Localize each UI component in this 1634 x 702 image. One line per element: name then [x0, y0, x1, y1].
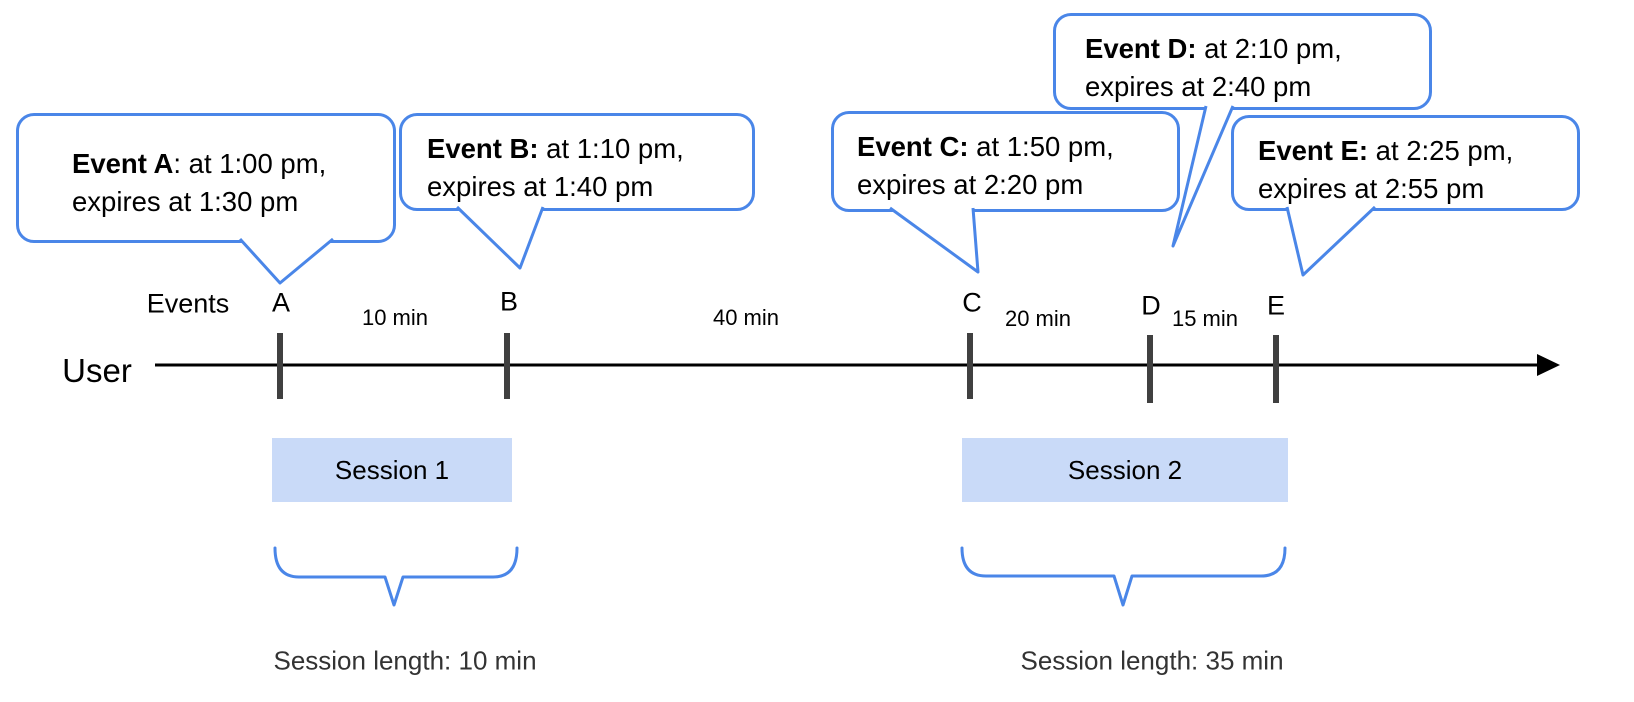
- event-d-bubble-title: Event D:: [1085, 33, 1197, 64]
- session-2-brace-icon: [960, 546, 1287, 607]
- gap-d-e-duration: 15 min: [1171, 306, 1239, 331]
- event-e-bubble-tail-icon: [1285, 205, 1377, 277]
- event-b-bubble-title: Event B:: [427, 133, 539, 164]
- event-c-bubble: [831, 111, 1180, 212]
- event-e-tick: [1273, 335, 1279, 403]
- event-a-label: A: [271, 287, 291, 318]
- event-d-bubble: [1053, 13, 1432, 110]
- event-a-bubble-expiry: expires at 1:30 pm: [72, 186, 299, 217]
- event-d-bubble-tail-icon: [1171, 105, 1235, 248]
- event-a-tick: [277, 333, 283, 399]
- session-1-label: Session 1: [334, 454, 450, 485]
- event-c-bubble-text: Event C: at 1:50 pm, expires at 2:20 pm: [857, 128, 1114, 204]
- gap-a-b-duration: 10 min: [361, 305, 429, 330]
- event-e-bubble-time: at 2:25 pm,: [1368, 135, 1514, 166]
- event-e-bubble-expiry: expires at 2:55 pm: [1258, 173, 1485, 204]
- event-b-bubble-expiry: expires at 1:40 pm: [427, 171, 654, 202]
- gap-c-d-duration: 20 min: [1004, 306, 1072, 331]
- event-b-bubble: [399, 113, 755, 211]
- event-d-bubble-expiry: expires at 2:40 pm: [1085, 71, 1312, 102]
- event-c-bubble-time: at 1:50 pm,: [968, 131, 1114, 162]
- event-b-bubble-time: at 1:10 pm,: [538, 133, 684, 164]
- event-c-bubble-expiry: expires at 2:20 pm: [857, 169, 1084, 200]
- event-c-tick: [967, 333, 973, 399]
- user-axis-label: User: [62, 352, 132, 389]
- event-d-bubble-text: Event D: at 2:10 pm, expires at 2:40 pm: [1085, 30, 1342, 106]
- event-b-bubble-text: Event B: at 1:10 pm, expires at 1:40 pm: [427, 130, 684, 206]
- event-a-bubble-text: Event A: at 1:00 pm, expires at 1:30 pm: [72, 145, 326, 221]
- session-2-box: Session 2: [962, 438, 1288, 502]
- event-e-label: E: [1266, 290, 1286, 321]
- session-1-box: Session 1: [272, 438, 512, 502]
- gap-b-c-duration: 40 min: [712, 305, 780, 330]
- event-b-label: B: [499, 286, 519, 317]
- session-2-length-caption: Session length: 35 min: [1020, 645, 1284, 676]
- event-a-bubble-tail-icon: [238, 237, 334, 285]
- event-c-bubble-tail-icon: [889, 206, 980, 274]
- event-b-tick: [504, 333, 510, 399]
- event-a-bubble-title: Event A: [72, 148, 174, 179]
- events-axis-label: Events: [146, 288, 230, 319]
- event-d-label: D: [1141, 290, 1161, 321]
- timeline-arrowhead-icon: [1537, 354, 1560, 376]
- session-1-brace-icon: [273, 546, 519, 607]
- event-a-bubble-time: : at 1:00 pm,: [173, 148, 327, 179]
- event-e-bubble-title: Event E:: [1258, 135, 1369, 166]
- event-a-bubble: [16, 113, 396, 243]
- event-c-bubble-title: Event C:: [857, 131, 969, 162]
- event-c-label: C: [962, 287, 982, 318]
- event-d-tick: [1147, 335, 1153, 403]
- event-e-bubble-text: Event E: at 2:25 pm, expires at 2:55 pm: [1258, 132, 1513, 208]
- event-b-bubble-tail-icon: [455, 205, 545, 270]
- session-2-label: Session 2: [1067, 454, 1183, 485]
- event-d-bubble-time: at 2:10 pm,: [1196, 33, 1342, 64]
- session-1-length-caption: Session length: 10 min: [273, 645, 537, 676]
